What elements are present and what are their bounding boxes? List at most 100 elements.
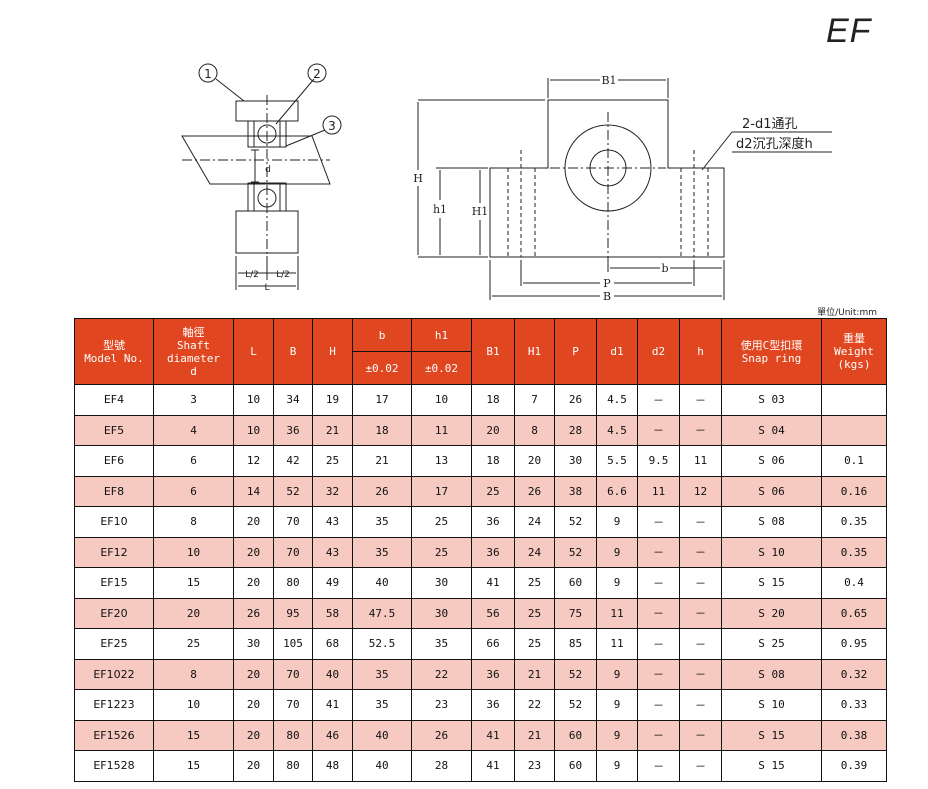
- cell-H1: 21: [514, 658, 555, 690]
- cell-shaft: 3: [153, 384, 234, 416]
- header-b-tolerance: ±0.02: [352, 351, 412, 385]
- cell-h1: 28: [411, 750, 472, 782]
- cell-B: 70: [273, 689, 313, 721]
- cell-P: 52: [554, 689, 597, 721]
- hole-note-counterbore: d2沉孔深度h: [736, 136, 813, 152]
- cell-H1: 20: [514, 445, 555, 477]
- cell-h1: 25: [411, 536, 472, 568]
- cell-H: 46: [312, 719, 353, 751]
- cell-model: EF1022: [74, 658, 154, 690]
- cell-shaft: 15: [153, 750, 234, 782]
- cell-snap-ring: S 15: [721, 750, 822, 782]
- cell-L: 20: [233, 536, 274, 568]
- label-H: H: [413, 172, 423, 185]
- cell-H: 32: [312, 475, 353, 507]
- cell-B1: 41: [471, 719, 515, 751]
- cell-b: 18: [352, 414, 412, 446]
- cell-d2: －: [637, 750, 680, 782]
- page-title: EF: [826, 12, 872, 50]
- cell-H: 58: [312, 597, 353, 629]
- cell-shaft: 25: [153, 628, 234, 660]
- cell-h1: 10: [411, 384, 472, 416]
- cell-model: EF12: [74, 536, 154, 568]
- cell-B: 95: [273, 597, 313, 629]
- cell-h: －: [679, 384, 722, 416]
- cell-B1: 56: [471, 597, 515, 629]
- cell-B: 80: [273, 567, 313, 599]
- cell-L: 12: [233, 445, 274, 477]
- cell-d2: －: [637, 597, 680, 629]
- cell-b: 40: [352, 750, 412, 782]
- cell-snap-ring: S 04: [721, 414, 822, 446]
- cell-b: 47.5: [352, 597, 412, 629]
- cell-H1: 25: [514, 628, 555, 660]
- cell-snap-ring: S 15: [721, 567, 822, 599]
- cell-d1: 4.5: [596, 384, 638, 416]
- cell-b: 21: [352, 445, 412, 477]
- cell-P: 38: [554, 475, 597, 507]
- cell-B1: 41: [471, 750, 515, 782]
- cell-L: 26: [233, 597, 274, 629]
- cell-shaft: 10: [153, 536, 234, 568]
- cell-h1: 35: [411, 628, 472, 660]
- cell-B: 70: [273, 506, 313, 538]
- cell-model: EF20: [74, 597, 154, 629]
- cell-P: 75: [554, 597, 597, 629]
- cell-d1: 9: [596, 536, 638, 568]
- cell-d1: 11: [596, 597, 638, 629]
- cell-model: EF10: [74, 506, 154, 538]
- cell-d2: 9.5: [637, 445, 680, 477]
- cell-H: 49: [312, 567, 353, 599]
- header-d2: d2: [637, 318, 680, 385]
- cell-model: EF1223: [74, 689, 154, 721]
- cell-weight: 0.16: [821, 475, 887, 507]
- cell-B1: 18: [471, 384, 515, 416]
- balloon-2: 2: [313, 67, 321, 81]
- cell-snap-ring: S 10: [721, 536, 822, 568]
- cell-d2: －: [637, 719, 680, 751]
- cell-weight: 0.35: [821, 506, 887, 538]
- cell-weight: 0.33: [821, 689, 887, 721]
- cell-model: EF8: [74, 475, 154, 507]
- cell-d2: －: [637, 414, 680, 446]
- cell-h: 11: [679, 445, 722, 477]
- cell-L: 20: [233, 719, 274, 751]
- label-B1: B1: [601, 74, 616, 87]
- cell-P: 60: [554, 719, 597, 751]
- cell-weight: [821, 384, 887, 416]
- cell-H1: 7: [514, 384, 555, 416]
- cell-H: 68: [312, 628, 353, 660]
- cell-snap-ring: S 10: [721, 689, 822, 721]
- cell-b: 52.5: [352, 628, 412, 660]
- cell-B: 36: [273, 414, 313, 446]
- header-B1: B1: [471, 318, 515, 385]
- cell-L: 20: [233, 689, 274, 721]
- cell-d1: 9: [596, 689, 638, 721]
- cell-H: 25: [312, 445, 353, 477]
- cell-P: 52: [554, 536, 597, 568]
- cell-P: 52: [554, 506, 597, 538]
- cell-B1: 20: [471, 414, 515, 446]
- cell-h: 12: [679, 475, 722, 507]
- cell-shaft: 10: [153, 689, 234, 721]
- cell-B1: 36: [471, 658, 515, 690]
- cell-b: 35: [352, 506, 412, 538]
- cell-h: －: [679, 658, 722, 690]
- cell-h: －: [679, 719, 722, 751]
- cell-snap-ring: S 06: [721, 445, 822, 477]
- cell-model: EF5: [74, 414, 154, 446]
- balloon-3: 3: [328, 119, 336, 133]
- cell-L: 20: [233, 567, 274, 599]
- cell-shaft: 20: [153, 597, 234, 629]
- header-h1: h1: [411, 318, 472, 352]
- cell-B: 70: [273, 658, 313, 690]
- cell-B: 34: [273, 384, 313, 416]
